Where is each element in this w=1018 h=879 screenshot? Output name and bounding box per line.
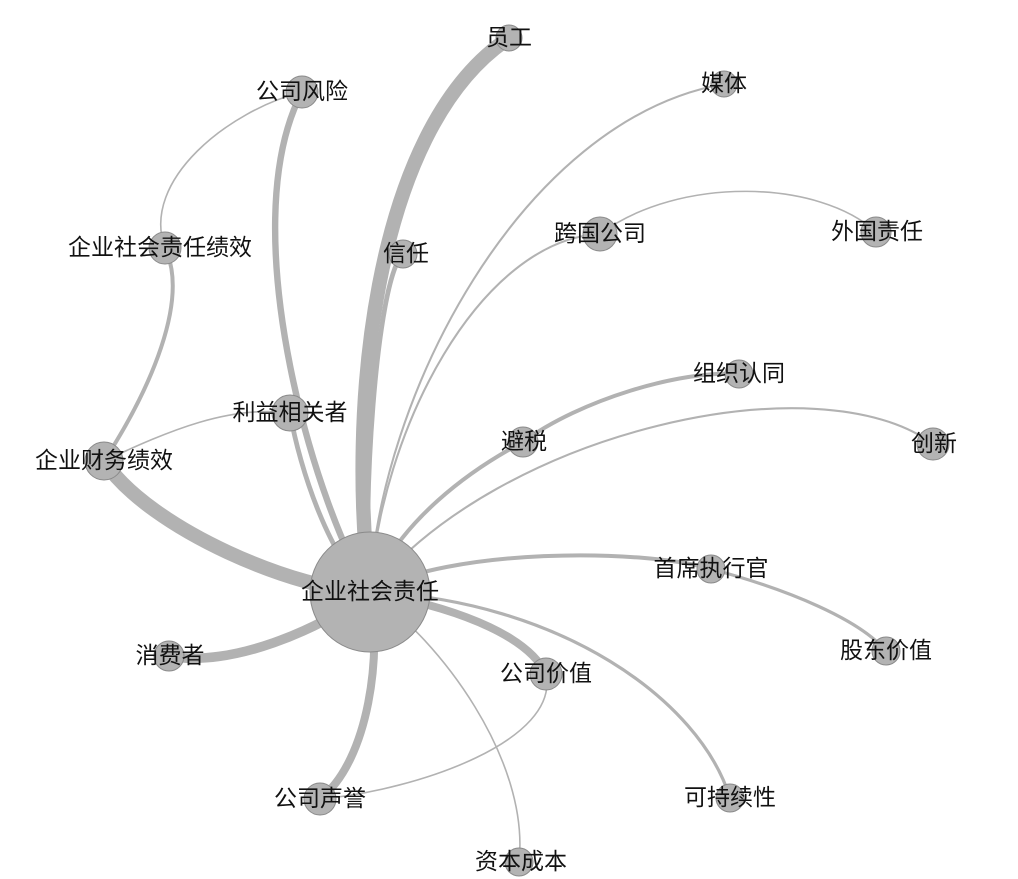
node-label-csr: 企业社会责任 [301, 579, 439, 605]
node-label-innovation: 创新 [911, 431, 957, 457]
node-capital [504, 847, 534, 877]
node-label-stakeholder: 利益相关者 [233, 400, 348, 426]
node-sustain [715, 783, 745, 813]
node-mnc [582, 216, 618, 252]
node-label-value: 公司价值 [500, 661, 592, 687]
node-label-sustain: 可持续性 [684, 785, 776, 811]
node-label-employee: 员工 [486, 25, 532, 51]
node-label-media: 媒体 [701, 71, 747, 97]
node-cfp [84, 441, 124, 481]
node-risk [285, 75, 319, 109]
node-consumer [153, 640, 185, 672]
node-innovation [916, 427, 950, 461]
node-tax [507, 426, 539, 458]
node-label-mnc: 跨国公司 [554, 221, 646, 247]
node-ceo [696, 554, 726, 584]
node-shareholder [871, 636, 901, 666]
edge-mnc-foreign [599, 190, 877, 235]
node-label-ceo: 首席执行官 [654, 556, 769, 582]
edge-csp-risk [159, 91, 303, 249]
node-foreign [860, 216, 892, 248]
node-stakeholder [271, 394, 309, 432]
node-label-shareholder: 股东价值 [840, 638, 932, 664]
node-layer [84, 24, 950, 877]
node-label-csp: 企业社会责任绩效 [68, 235, 252, 261]
edge-csr-sustain [368, 590, 732, 800]
node-label-risk: 公司风险 [256, 79, 348, 105]
node-csp [148, 231, 182, 265]
edge-csr-media [368, 82, 726, 594]
node-media [710, 70, 738, 98]
node-identity [724, 359, 754, 389]
edge-ceo-shareholder [709, 567, 888, 653]
node-label-reputation: 公司声誉 [274, 786, 366, 812]
edge-tax-identity [521, 371, 741, 444]
node-trust [388, 239, 418, 269]
edge-cfp-stakeholder [103, 410, 291, 462]
node-label-trust: 信任 [383, 241, 429, 267]
node-label-identity: 组织认同 [693, 361, 785, 387]
node-employee [495, 24, 523, 52]
edge-cfp-csp [102, 246, 175, 463]
node-csr [309, 531, 431, 653]
node-label-cfp: 企业财务绩效 [35, 448, 173, 474]
edge-csr-employee [355, 30, 517, 600]
node-value [529, 657, 563, 691]
edge-value-reputation [319, 673, 548, 800]
node-reputation [303, 782, 337, 816]
node-label-foreign: 外国责任 [831, 219, 923, 245]
node-label-consumer: 消费者 [136, 643, 205, 669]
node-label-tax: 避税 [501, 429, 547, 455]
edge-csr-innovation [368, 407, 935, 594]
node-label-capital: 资本成本 [475, 849, 567, 875]
edge-csr-mnc [368, 232, 602, 594]
